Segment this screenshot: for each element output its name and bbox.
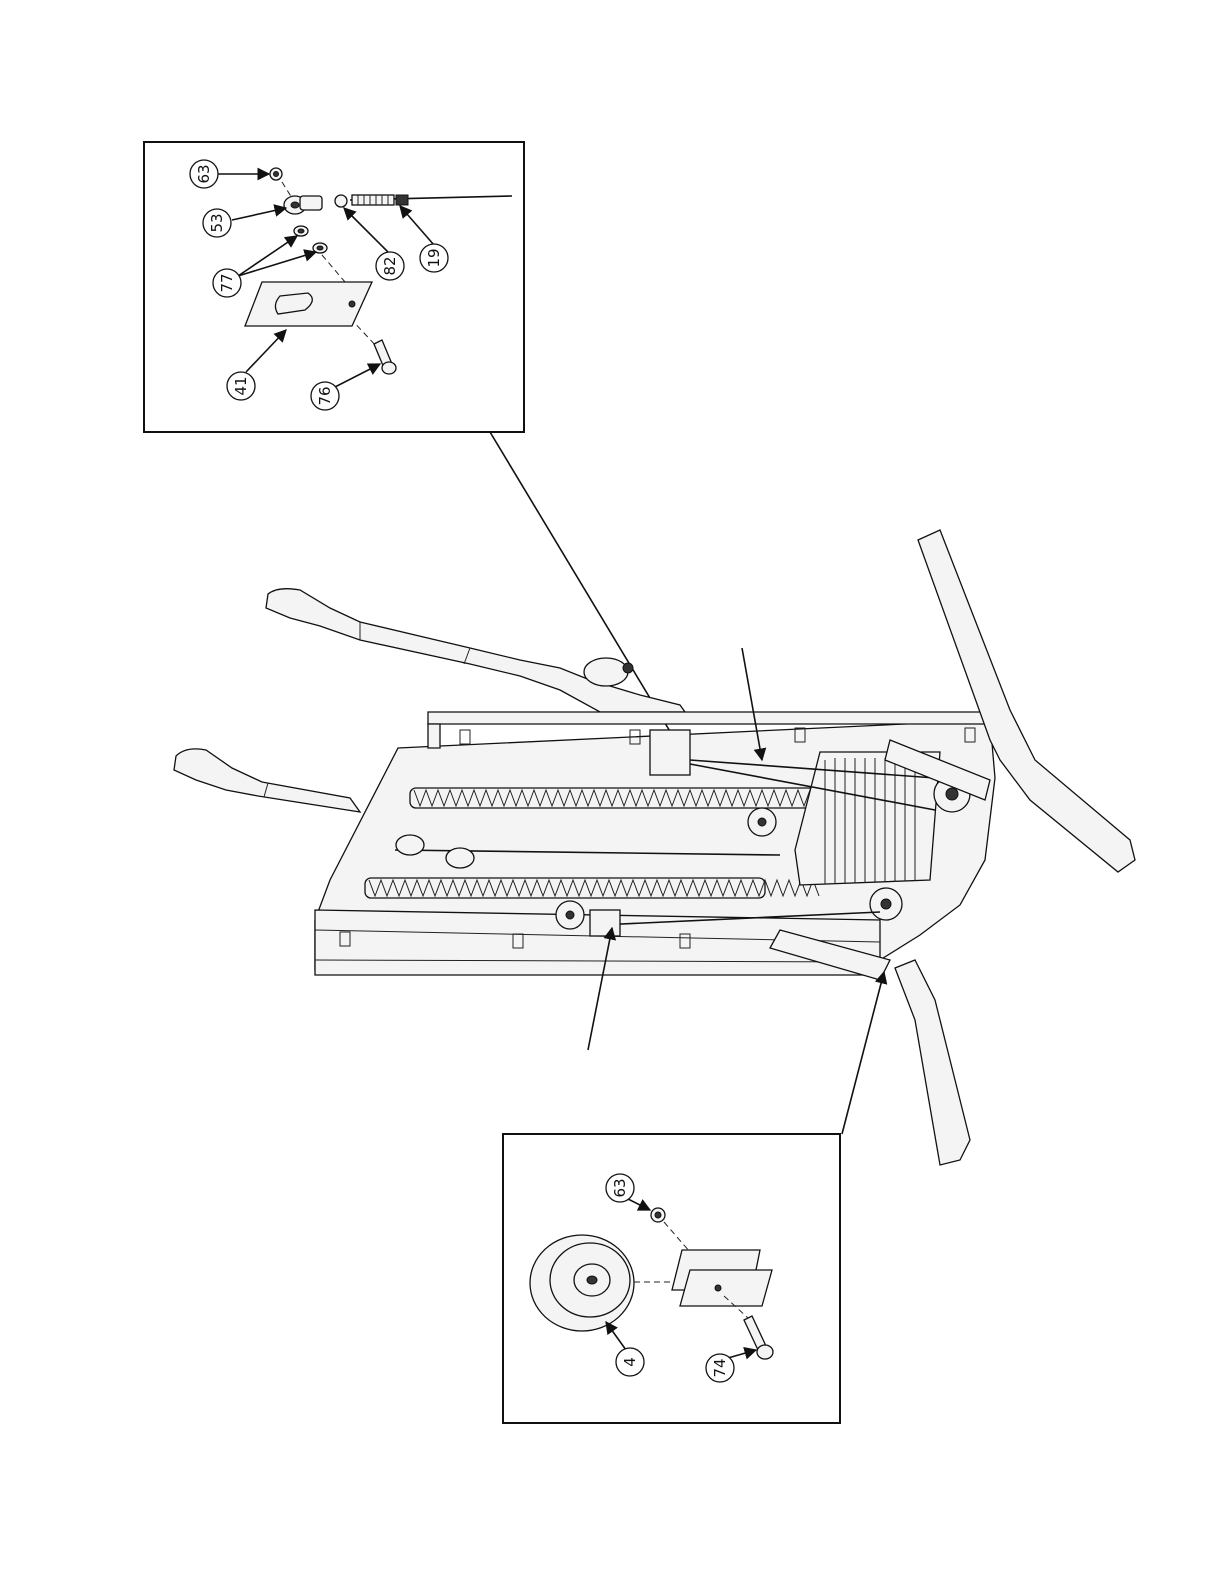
nut-63-bottom-part	[651, 1208, 665, 1222]
upper-spring	[410, 788, 852, 808]
callout-76: 76	[311, 382, 339, 410]
callout-63-top: 63	[190, 160, 218, 188]
lower-arm	[174, 749, 360, 812]
callout-19: 19	[420, 244, 448, 272]
svg-text:77: 77	[218, 273, 236, 292]
callout-53: 53	[203, 209, 231, 237]
top-detail-view: 63 53 82 19 77 41 76	[144, 142, 524, 432]
pulley-mid	[748, 808, 776, 836]
svg-text:63: 63	[195, 164, 213, 183]
callout-41: 41	[227, 372, 255, 400]
main-machine-assembly	[174, 530, 1135, 1165]
callout-4: 4	[616, 1348, 644, 1376]
plate-41-part	[245, 282, 372, 326]
callout-82: 82	[376, 252, 404, 280]
nut-82-part	[335, 195, 347, 207]
bottom-carriage-block	[590, 910, 620, 936]
svg-text:82: 82	[381, 256, 399, 275]
callout-63-bottom: 63	[606, 1174, 634, 1202]
svg-text:19: 19	[425, 248, 443, 267]
bottom-detail-view: 63 4 74	[503, 1134, 840, 1423]
svg-text:74: 74	[711, 1358, 729, 1377]
svg-text:41: 41	[232, 376, 250, 395]
svg-text:63: 63	[611, 1178, 629, 1197]
callout-74: 74	[706, 1354, 734, 1382]
bottom-detail-leader	[842, 972, 884, 1134]
svg-text:53: 53	[208, 213, 226, 232]
nut-63-part	[270, 168, 282, 180]
lower-spring	[365, 878, 819, 898]
bracket-plates	[672, 1250, 772, 1306]
top-carriage-block	[650, 730, 690, 775]
pulley-bottom	[556, 901, 584, 929]
svg-text:4: 4	[621, 1357, 639, 1367]
pulley-lower-right	[870, 888, 902, 920]
frame-top-rail	[428, 712, 985, 724]
callout-77: 77	[213, 269, 241, 297]
pulley-4-part	[530, 1235, 634, 1331]
svg-text:76: 76	[316, 386, 334, 405]
